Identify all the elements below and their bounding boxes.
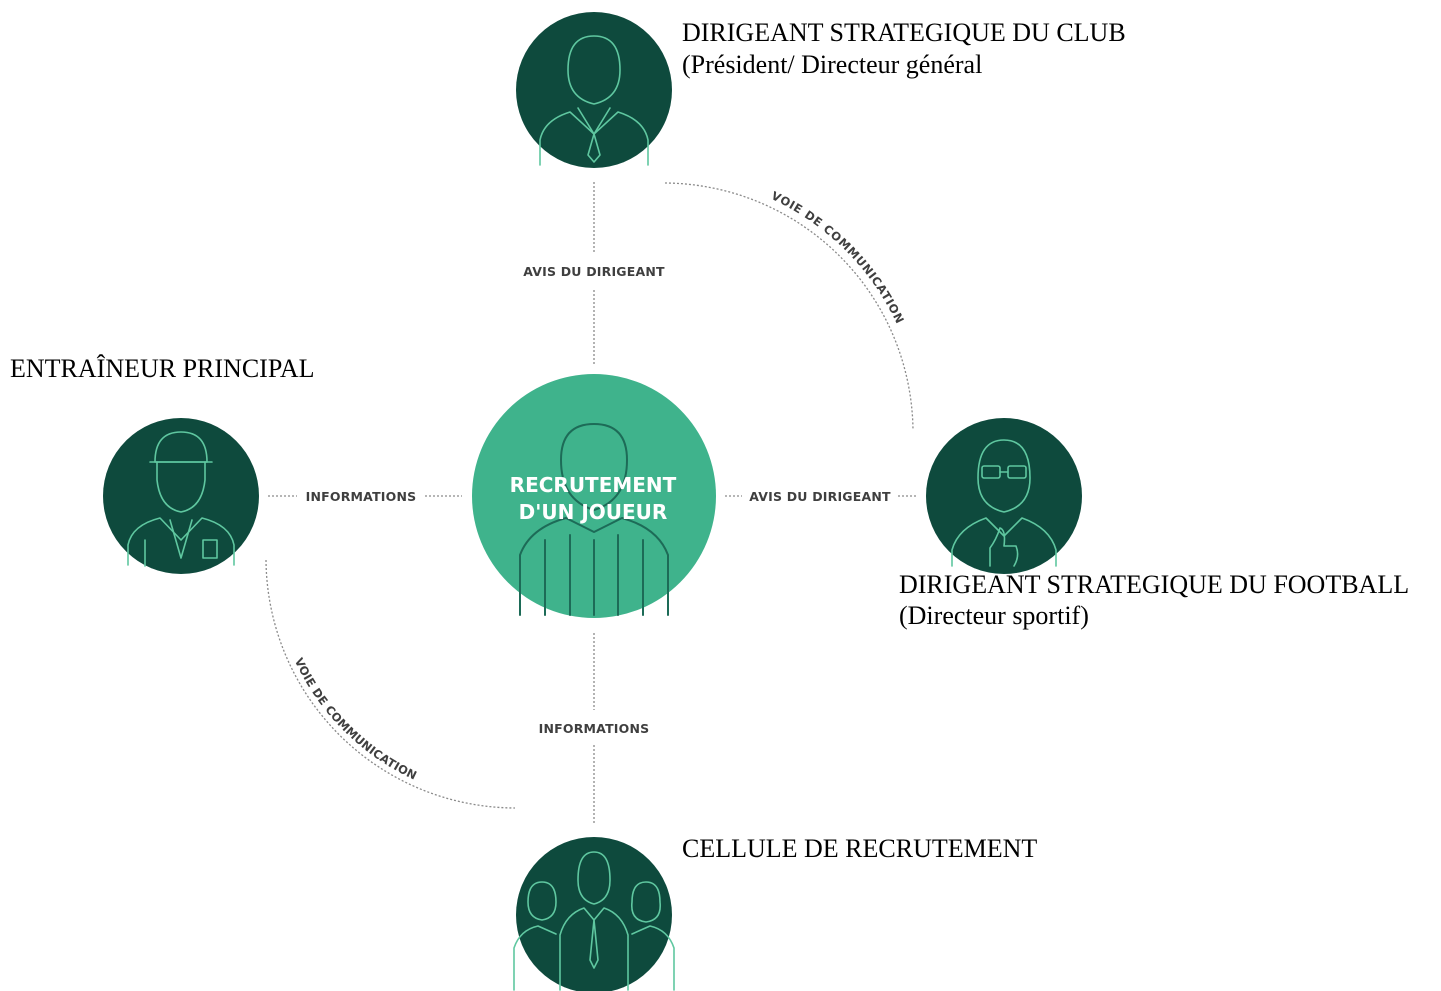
football-director-subtitle: (Directeur sportif) — [899, 601, 1089, 630]
connector-right: AVIS DU DIRIGEANT — [725, 489, 918, 504]
arc-label-bottom-left: VOIE DE COMMUNICATION — [292, 656, 420, 783]
center-title-line2: D'UN JOUEUR — [519, 500, 668, 524]
connector-bottom: INFORMATIONS — [539, 633, 650, 823]
recruitment-cell-title: CELLULE DE RECRUTEMENT — [682, 834, 1037, 863]
recruitment-cell-circle — [516, 837, 672, 991]
football-director-title: DIRIGEANT STRATEGIQUE DU FOOTBALL — [899, 570, 1409, 599]
head-coach-title: ENTRAÎNEUR PRINCIPAL — [10, 354, 315, 383]
connector-left: INFORMATIONS — [268, 489, 462, 504]
club-director-title: DIRIGEANT STRATEGIQUE DU CLUB — [682, 18, 1126, 47]
club-director-subtitle: (Président/ Directeur général — [682, 50, 982, 79]
head-coach-person-icon — [127, 431, 235, 567]
center-circle — [472, 374, 716, 618]
center-title-line1: RECRUTEMENT — [510, 473, 677, 497]
recruitment-cell-group-icon — [513, 851, 675, 991]
edge-label-bottom: INFORMATIONS — [539, 721, 650, 736]
node-head-coach — [103, 418, 259, 574]
edge-label-right: AVIS DU DIRIGEANT — [749, 489, 891, 504]
edge-label-top: AVIS DU DIRIGEANT — [523, 264, 665, 279]
node-football-director — [926, 418, 1082, 574]
club-director-circle — [516, 12, 672, 168]
node-recruitment-cell — [513, 837, 675, 991]
arc-label-top-right: VOIE DE COMMUNICATION — [769, 189, 907, 326]
node-center-recruitment: RECRUTEMENT D'UN JOUEUR — [472, 374, 716, 618]
head-coach-circle — [103, 418, 259, 574]
center-person-icon — [519, 423, 669, 616]
football-director-person-icon — [951, 439, 1057, 567]
football-director-circle — [926, 418, 1082, 574]
arc-bottom-left: VOIE DE COMMUNICATION — [265, 559, 516, 809]
club-director-person-icon — [539, 35, 649, 166]
node-club-director — [516, 12, 672, 168]
edge-label-left: INFORMATIONS — [306, 489, 417, 504]
arc-top-right: VOIE DE COMMUNICATION — [664, 182, 914, 431]
connector-top: AVIS DU DIRIGEANT — [523, 182, 665, 365]
